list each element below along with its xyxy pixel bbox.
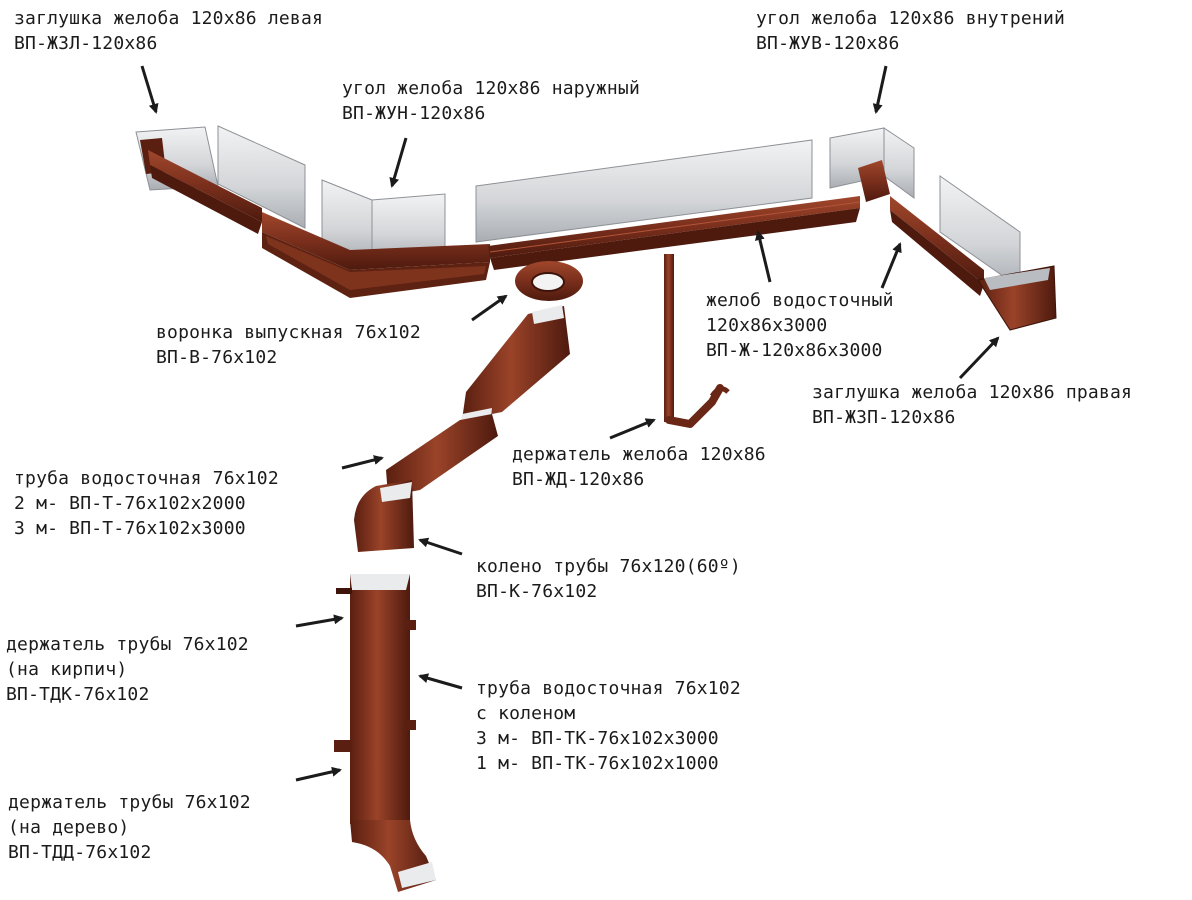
arrow-outer-corner <box>389 137 408 188</box>
callout-line: ВП-ТДД-76х102 <box>8 842 152 863</box>
brick-bracket-part <box>336 588 352 594</box>
outer-corner-part <box>262 179 490 298</box>
arrow-gutter-bracket <box>609 418 656 440</box>
callout-line: (на кирпич) <box>6 659 128 680</box>
gutter-bracket-part <box>664 254 730 428</box>
callout-line: ВП-К-76х102 <box>476 581 598 602</box>
callout-downpipe-with-elbow: труба водосточная 76х102 с коленом 3 м- … <box>476 676 741 776</box>
inner-corner-part <box>829 127 915 202</box>
callout-line: 120х86х3000 <box>706 315 828 336</box>
callout-end-cap-left: заглушка желоба 120х86 левая ВП-ЖЗЛ-120х… <box>14 6 323 56</box>
downpipe-lower-part <box>334 574 436 892</box>
callout-line: 3 м- ВП-Т-76х102х3000 <box>14 518 246 539</box>
callout-line: 1 м- ВП-ТК-76х102х1000 <box>476 753 719 774</box>
downpipe-upper-part <box>386 305 570 496</box>
callout-line: держатель желоба 120х86 <box>512 444 766 465</box>
arrow-gutter-right <box>880 242 902 289</box>
elbow-part <box>354 480 414 552</box>
callout-line: ВП-Ж-120х86х3000 <box>706 340 883 361</box>
callout-line: держатель трубы 76х102 <box>8 792 251 813</box>
end-cap-right-part <box>977 265 1057 331</box>
callout-inner-corner: угол желоба 120х86 внутрений ВП-ЖУВ-120х… <box>756 6 1065 56</box>
callout-line: ВП-В-76х102 <box>156 347 278 368</box>
callout-downpipe: труба водосточная 76х102 2 м- ВП-Т-76х10… <box>14 466 279 541</box>
gutter-right-run <box>890 175 1021 296</box>
callout-line: колено трубы 76х120(60º) <box>476 556 741 577</box>
callout-line: воронка выпускная 76х102 <box>156 322 421 343</box>
arrow-bracket-brick <box>295 614 344 628</box>
callout-line: заглушка желоба 120х86 правая <box>812 382 1133 403</box>
callout-line: 3 м- ВП-ТК-76х102х3000 <box>476 728 719 749</box>
arrow-downpipe-elbow <box>418 673 463 690</box>
arrow-funnel <box>471 294 508 322</box>
callout-pipe-bracket-brick: держатель трубы 76х102 (на кирпич) ВП-ТД… <box>6 632 249 707</box>
arrow-end-cap-right <box>958 336 1000 380</box>
callout-line: держатель трубы 76х102 <box>6 634 249 655</box>
callout-outer-corner: угол желоба 120х86 наружный ВП-ЖУН-120х8… <box>342 76 640 126</box>
callout-line: угол желоба 120х86 наружный <box>342 78 640 99</box>
callout-line: ВП-ЖУН-120х86 <box>342 103 486 124</box>
callout-funnel: воронка выпускная 76х102 ВП-В-76х102 <box>156 320 421 370</box>
gutter-left-run <box>148 125 306 234</box>
callout-line: труба водосточная 76х102 <box>14 468 279 489</box>
callout-gutter: желоб водосточный 120х86х3000 ВП-Ж-120х8… <box>706 288 894 363</box>
callout-line: (на дерево) <box>8 817 130 838</box>
arrow-elbow <box>418 537 463 556</box>
callout-line: ВП-ЖД-120х86 <box>512 469 645 490</box>
arrow-inner-corner <box>872 65 888 114</box>
callout-line: 2 м- ВП-Т-76х102х2000 <box>14 493 246 514</box>
callout-gutter-bracket: держатель желоба 120х86 ВП-ЖД-120х86 <box>512 442 766 492</box>
arrow-bracket-wood <box>295 766 342 782</box>
callout-line: заглушка желоба 120х86 левая <box>14 8 324 29</box>
callout-line: ВП-ЖЗП-120х86 <box>812 407 956 428</box>
callout-arrows <box>140 65 1000 782</box>
arrow-gutter <box>755 230 772 283</box>
funnel-part <box>515 261 583 301</box>
callout-line: ВП-ЖУВ-120х86 <box>756 33 900 54</box>
callout-line: труба водосточная 76х102 <box>476 678 741 699</box>
arrow-end-cap-left <box>140 65 159 114</box>
callout-line: угол желоба 120х86 внутрений <box>756 8 1066 29</box>
wood-bracket-part <box>334 740 352 752</box>
arrow-downpipe <box>341 455 384 470</box>
callout-line: желоб водосточный <box>706 290 894 311</box>
callout-end-cap-right: заглушка желоба 120х86 правая ВП-ЖЗП-120… <box>812 380 1132 430</box>
callout-line: с коленом <box>476 703 576 724</box>
callout-line: ВП-ЖЗЛ-120х86 <box>14 33 158 54</box>
callout-elbow: колено трубы 76х120(60º) ВП-К-76х102 <box>476 554 741 604</box>
callout-pipe-bracket-wood: держатель трубы 76х102 (на дерево) ВП-ТД… <box>8 790 251 865</box>
gutter-main-part <box>475 139 861 270</box>
callout-line: ВП-ТДК-76х102 <box>6 684 150 705</box>
